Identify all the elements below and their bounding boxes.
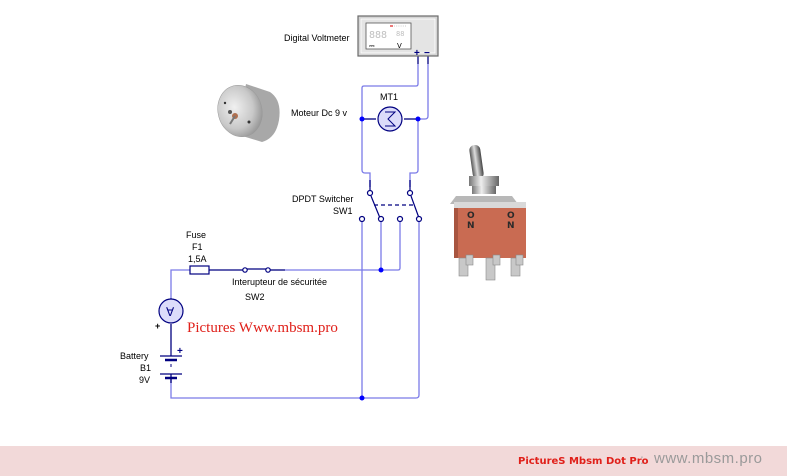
voltmeter-plus-terminal: + xyxy=(414,48,420,59)
node-bottom-return xyxy=(359,395,365,401)
node-sw1-main xyxy=(378,267,384,273)
node-motor-left xyxy=(359,116,365,122)
safety-switch-ref: SW2 xyxy=(245,292,265,302)
circuit-diagram: 888 88 ⎓ V + − Digital Voltmeter MT1 Mot… xyxy=(120,15,526,401)
voltmeter-unit: V xyxy=(397,42,402,50)
wires xyxy=(170,64,429,399)
digital-voltmeter: 888 88 ⎓ V + − xyxy=(357,15,439,59)
footer-separator: : xyxy=(640,451,644,467)
wire-fuse-left xyxy=(170,269,190,298)
battery-plus: + xyxy=(177,346,183,357)
node-motor-right xyxy=(415,116,421,122)
wire-sw1-t4 xyxy=(362,222,420,399)
fuse-value: 1,5A xyxy=(188,254,207,264)
wire-battery-return xyxy=(170,383,362,399)
battery-ref: B1 xyxy=(140,363,151,373)
ammeter-symbol: ∀ xyxy=(158,298,184,324)
fuse-label: Fuse xyxy=(186,230,206,240)
wire-voltmeter-plus xyxy=(361,64,419,119)
wire-sw1-t3 xyxy=(381,222,401,271)
dpdt-switch xyxy=(358,187,423,223)
ammeter-glyph: ∀ xyxy=(166,305,175,319)
battery-label: Battery xyxy=(120,351,149,361)
safety-switch-label: Interupteur de sécuritée xyxy=(232,277,327,287)
fuse-ref: F1 xyxy=(192,242,203,252)
footer-url[interactable]: www.mbsm.pro xyxy=(654,450,763,467)
ammeter-plus: + xyxy=(155,321,160,331)
wire-voltmeter-minus xyxy=(418,64,429,120)
wire-motor-right xyxy=(409,119,419,187)
dpdt-switch-label: DPDT Switcher xyxy=(292,194,353,204)
dpdt-switch-ref: SW1 xyxy=(333,206,353,216)
watermark-text: Pictures Www.mbsm.pro xyxy=(187,320,338,336)
motor-ref: MT1 xyxy=(380,92,398,102)
dc-motor-photo xyxy=(217,84,280,142)
footer-brand: PictureS Mbsm Dot Pro xyxy=(518,456,649,467)
fuse-symbol xyxy=(189,265,210,275)
battery-value: 9V xyxy=(139,375,150,385)
voltmeter-minus-terminal: − xyxy=(424,48,430,59)
voltmeter-label: Digital Voltmeter xyxy=(284,33,350,43)
voltmeter-dc-mode: ⎓ xyxy=(369,42,375,50)
safety-switch xyxy=(242,267,271,273)
wire-motor-left xyxy=(361,119,371,187)
voltmeter-display-small: 88 xyxy=(396,30,404,38)
footer-bar: PictureS Mbsm Dot Pro : www.mbsm.pro xyxy=(0,446,787,476)
motor-symbol xyxy=(377,106,403,132)
voltmeter-display-digits: 888 xyxy=(369,30,387,41)
motor-label: Moteur Dc 9 v xyxy=(291,108,348,118)
battery-symbol xyxy=(160,350,182,383)
junction-nodes xyxy=(359,116,421,401)
